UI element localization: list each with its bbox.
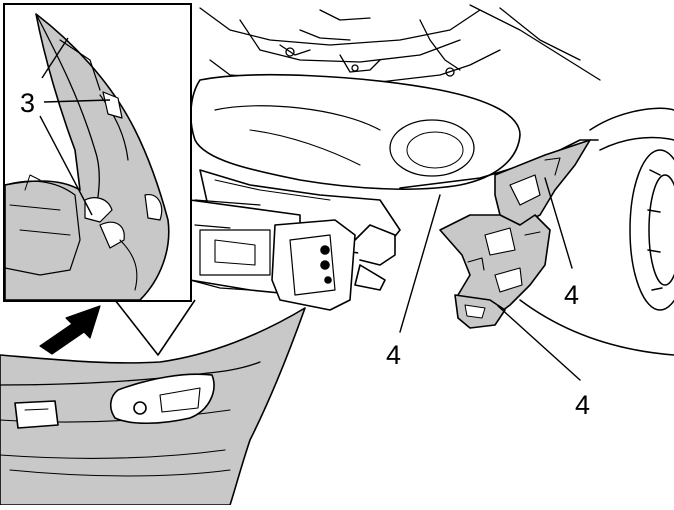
- mounting-bracket-center: [271, 219, 396, 311]
- callout-label-4-left: 4: [386, 340, 401, 370]
- callout-leaders-3: [39, 37, 111, 216]
- callout-label-4-bottom: 4: [575, 390, 590, 420]
- bumper-bracket-center: [439, 214, 551, 321]
- insertion-arrow-icon: [39, 305, 101, 355]
- main-view: [0, 4, 674, 506]
- detail-inset: [3, 3, 196, 356]
- callout-label-3: 3: [20, 88, 35, 118]
- bumper-rail-left: [189, 199, 261, 291]
- callout-leaders-4: [399, 177, 581, 381]
- bumper-cover: [0, 307, 306, 506]
- inset-pointer: [114, 299, 196, 356]
- bumper-bracket-right-upper: [494, 139, 591, 226]
- bumper-bracket-lower: [454, 294, 506, 329]
- headlight-assembly: [190, 74, 599, 190]
- callout-labels: 3 4 4 4: [20, 88, 590, 420]
- callout-label-4-right: 4: [564, 280, 579, 310]
- fender-and-wheel: [519, 107, 674, 356]
